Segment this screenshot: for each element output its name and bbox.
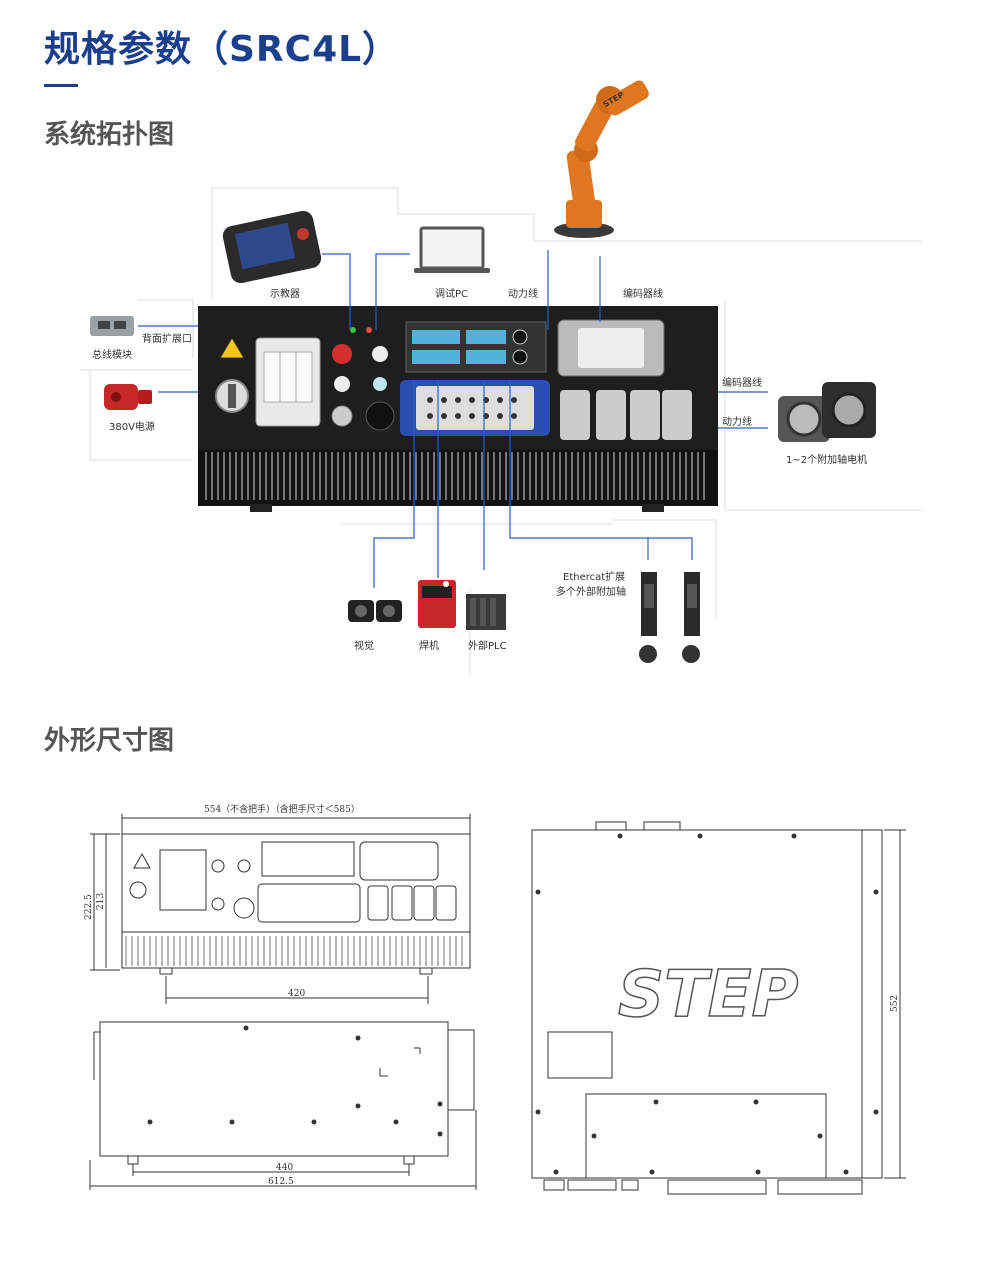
dimension-section-title: 外形尺寸图 bbox=[44, 726, 175, 756]
rear-expansion-label: 背面扩展口 bbox=[142, 334, 192, 345]
ethercat-axes-label: 多个外部附加轴 bbox=[556, 587, 626, 598]
warning-icon bbox=[219, 337, 245, 359]
bus-module-label: 总线模块 bbox=[92, 350, 132, 361]
topology-section-title: 系统拓扑图 bbox=[44, 120, 175, 150]
power-line-top-label: 动力线 bbox=[508, 289, 538, 300]
vision-camera-icon bbox=[348, 600, 402, 622]
top-view-drawing bbox=[531, 821, 906, 1195]
debug-pc-label: 调试PC bbox=[435, 289, 469, 300]
power-line-right-label: 动力线 bbox=[722, 417, 752, 428]
height-inner-dim: 213 bbox=[96, 893, 106, 910]
servo-motor-icon bbox=[778, 382, 876, 442]
aux-motor-label: 1~2个附加轴电机 bbox=[786, 455, 868, 466]
emergency-stop-icon bbox=[332, 344, 352, 364]
side-feet-dim: 440 bbox=[276, 1163, 293, 1173]
welder-label: 焊机 bbox=[419, 641, 439, 652]
feet-span-dim: 420 bbox=[288, 989, 305, 999]
front-width-dim: 554（不含把手）（含把手尺寸＜585） bbox=[204, 803, 360, 815]
teach-pendant-label: 示教器 bbox=[270, 289, 300, 300]
page-title: 规格参数（SRC4L） bbox=[44, 29, 400, 70]
height-outer-dim: 222.5 bbox=[84, 894, 94, 920]
servo-drive-icon bbox=[639, 572, 700, 663]
external-plc-label: 外部PLC bbox=[468, 641, 507, 652]
controller-panel bbox=[198, 306, 718, 512]
ethercat-label: Ethercat扩展 bbox=[563, 572, 626, 583]
encoder-line-right-label: 编码器线 bbox=[722, 378, 762, 389]
teach-pendant-icon bbox=[222, 210, 322, 284]
dimension-drawings: STEP 554（不含把手）（含把手尺寸＜585） 222.5 213 420 … bbox=[84, 803, 906, 1195]
top-depth-dim: 552 bbox=[890, 995, 900, 1012]
power-plug-icon bbox=[104, 384, 152, 410]
topology-diagram: STEP bbox=[80, 80, 922, 676]
welder-icon bbox=[418, 580, 456, 628]
laptop-icon bbox=[414, 226, 490, 273]
vision-label: 视觉 bbox=[354, 641, 374, 652]
robot-arm-icon: STEP bbox=[554, 80, 649, 238]
title-underline bbox=[44, 84, 78, 87]
plc-icon bbox=[466, 594, 506, 630]
power-380v-label: 380V电源 bbox=[109, 422, 155, 433]
front-view-drawing bbox=[90, 814, 471, 1004]
encoder-line-top-label: 编码器线 bbox=[623, 289, 663, 300]
bus-module-icon bbox=[90, 316, 134, 336]
side-length-dim: 612.5 bbox=[268, 1177, 294, 1187]
step-logo: STEP bbox=[618, 958, 798, 1032]
side-view-drawing bbox=[89, 1021, 477, 1190]
